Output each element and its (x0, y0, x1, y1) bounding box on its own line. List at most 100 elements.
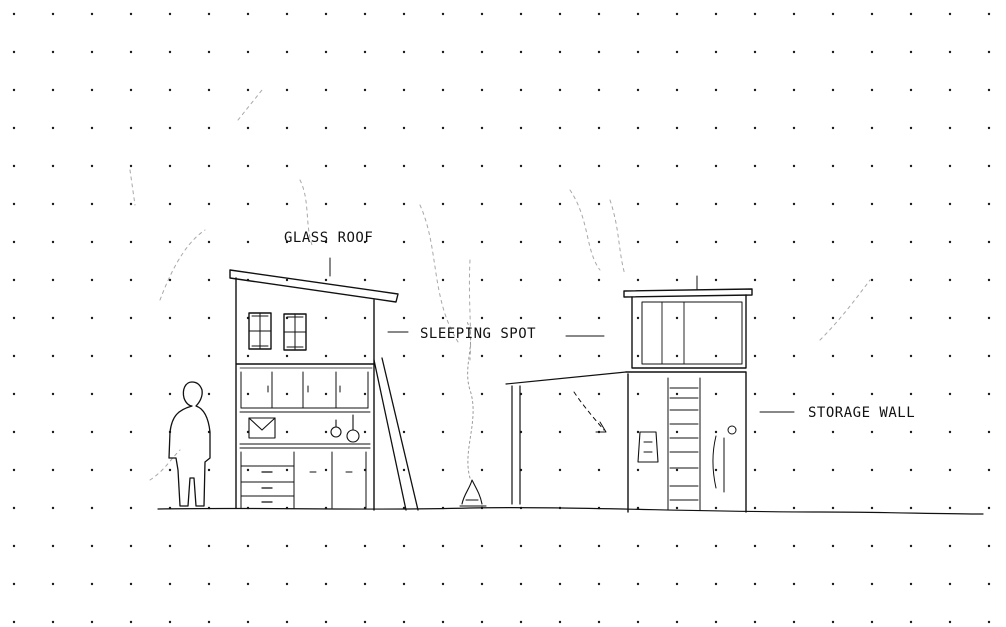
grid-dot (637, 431, 639, 433)
grid-dot (988, 507, 990, 509)
grid-dot (91, 203, 93, 205)
grid-dot (637, 317, 639, 319)
grid-dot (676, 165, 678, 167)
grid-dot (637, 393, 639, 395)
grid-dot (754, 355, 756, 357)
grid-dot (325, 51, 327, 53)
grid-dot (130, 279, 132, 281)
grid-dot (910, 13, 912, 15)
grid-dot (364, 583, 366, 585)
grid-dot (247, 241, 249, 243)
grid-dot (676, 89, 678, 91)
grid-dot (91, 583, 93, 585)
grid-dot (988, 127, 990, 129)
grid-dot (559, 317, 561, 319)
grid-dot (442, 393, 444, 395)
grid-dot (559, 13, 561, 15)
grid-dot (988, 583, 990, 585)
grid-dot (13, 51, 15, 53)
grid-dot (325, 279, 327, 281)
grid-dot (949, 545, 951, 547)
grid-dot (325, 431, 327, 433)
grid-dot (637, 241, 639, 243)
grid-dot (598, 51, 600, 53)
grid-dot (715, 165, 717, 167)
grid-dot (637, 165, 639, 167)
grid-dot (325, 545, 327, 547)
grid-dot (832, 241, 834, 243)
lean-to (506, 372, 626, 504)
grid-dot (481, 279, 483, 281)
grid-dot (832, 89, 834, 91)
grid-dot (715, 51, 717, 53)
grid-dot (988, 545, 990, 547)
grid-dot (52, 545, 54, 547)
grid-dot (13, 431, 15, 433)
grid-dot (442, 51, 444, 53)
grid-dot (949, 127, 951, 129)
grid-dot (598, 203, 600, 205)
grid-dot (52, 241, 54, 243)
grid-dot (52, 317, 54, 319)
grid-dot (949, 469, 951, 471)
grid-dot (169, 317, 171, 319)
grid-dot (286, 621, 288, 623)
grid-dot (676, 545, 678, 547)
grid-dot (676, 355, 678, 357)
grid-dot (442, 13, 444, 15)
grid-dot (13, 127, 15, 129)
grid-dot (949, 507, 951, 509)
grid-dot (910, 431, 912, 433)
grid-dot (325, 127, 327, 129)
grid-dot (559, 89, 561, 91)
grid-dot (247, 13, 249, 15)
grid-dot (403, 127, 405, 129)
grid-dot (598, 469, 600, 471)
grid-dot (13, 355, 15, 357)
grid-dot (598, 279, 600, 281)
grid-dot (676, 51, 678, 53)
grid-dot (247, 165, 249, 167)
grid-dot (208, 545, 210, 547)
grid-dot (247, 469, 249, 471)
grid-dot (637, 279, 639, 281)
grid-dot (169, 51, 171, 53)
grid-dot (52, 203, 54, 205)
grid-dot (949, 583, 951, 585)
grid-dot (754, 51, 756, 53)
label-glass-roof: GLASS ROOF (284, 230, 373, 246)
grid-dot (286, 165, 288, 167)
grid-dot (130, 317, 132, 319)
grid-dot (364, 317, 366, 319)
grid-dot (949, 621, 951, 623)
grid-dot (403, 203, 405, 205)
grid-dot (169, 127, 171, 129)
grid-dot (130, 89, 132, 91)
grid-dot (91, 431, 93, 433)
grid-dot (988, 89, 990, 91)
grid-dot (169, 241, 171, 243)
grid-dot (13, 507, 15, 509)
label-storage-wall: STORAGE WALL (808, 405, 915, 421)
grid-dot (793, 583, 795, 585)
grid-dot (481, 583, 483, 585)
grid-dot (871, 51, 873, 53)
grid-dot (559, 545, 561, 547)
grid-dot (403, 89, 405, 91)
grid-dot (169, 203, 171, 205)
grid-dot (130, 51, 132, 53)
grid-dot (169, 545, 171, 547)
grid-dot (832, 583, 834, 585)
grid-dot (481, 621, 483, 623)
grid-dot (208, 13, 210, 15)
grid-dot (169, 621, 171, 623)
grid-dot (949, 355, 951, 357)
grid-dot (403, 469, 405, 471)
grid-dot (949, 393, 951, 395)
grid-dot (247, 355, 249, 357)
ladder (374, 358, 418, 510)
grid-dot (130, 127, 132, 129)
grid-dot (871, 203, 873, 205)
grid-dot (715, 279, 717, 281)
grid-dot (481, 545, 483, 547)
